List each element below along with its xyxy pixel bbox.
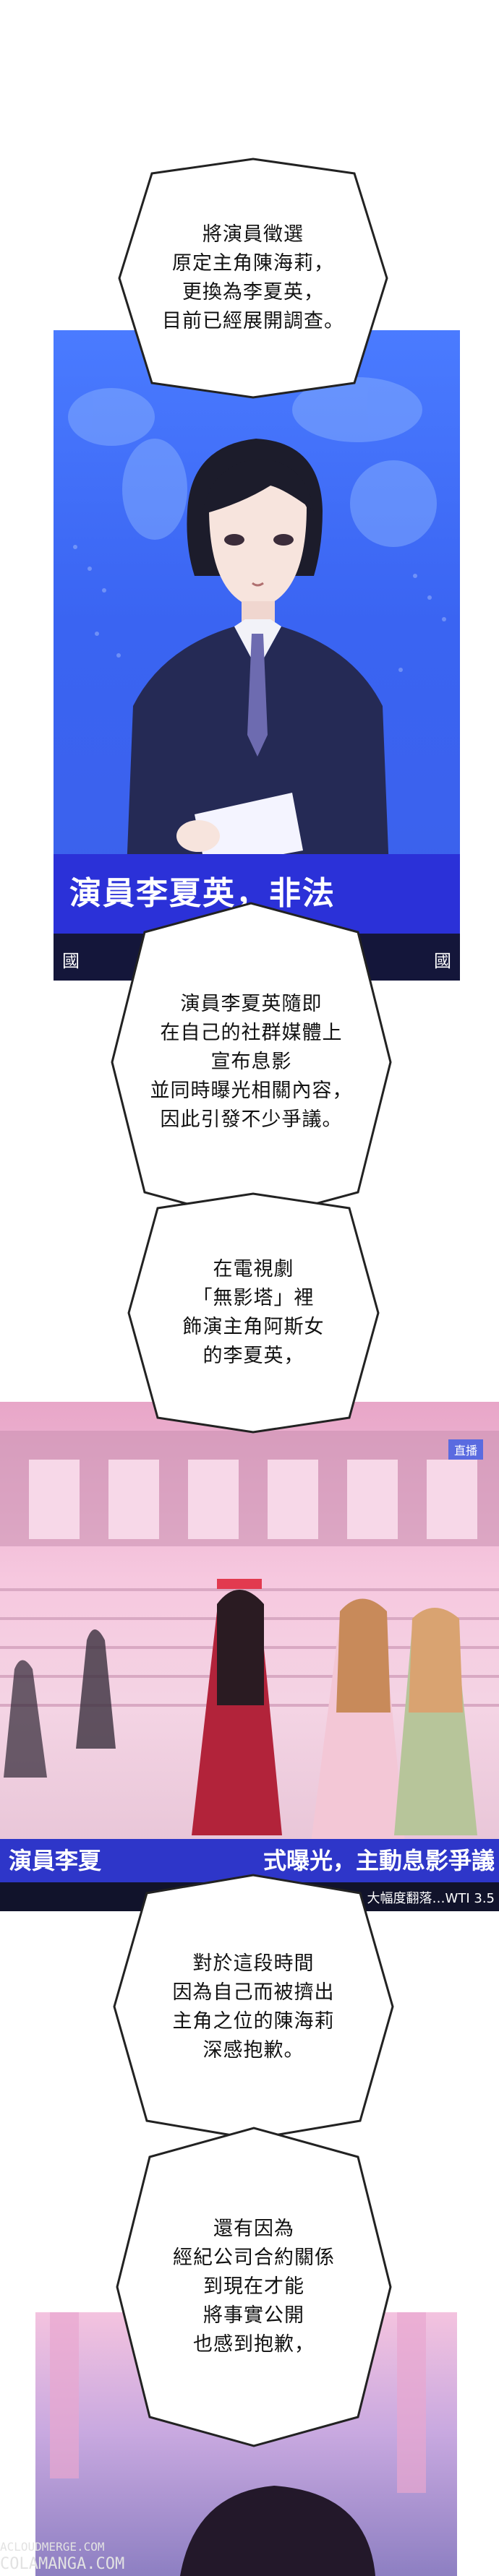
ticker-left-text: 演員李夏 <box>9 1847 102 1874</box>
narration-text-4: 對於這段時間 因為自己而被擠出 主角之位的陳海莉 深感抱歉。 <box>172 1952 335 2062</box>
ticker-right-text: 式曝光，主動息影爭議 <box>263 1847 495 1874</box>
panel-news-anchor: 演員李夏英，非法 國 國 <box>54 330 460 981</box>
panel-palace-broadcast: 直播 演員李夏 式曝光，主動息影爭議 大幅度翻落…WTI 3.5 <box>0 1402 499 1911</box>
palace-scene-illustration <box>0 1431 499 1843</box>
news-logo-right: 國 <box>434 951 451 971</box>
bottom-scene-illustration <box>50 2312 426 2576</box>
news-logo-left: 國 <box>62 951 80 971</box>
watermark-line-1: ACLOUDMERGE.COM <box>0 2540 105 2554</box>
narration-bubble-5: 還有因為 經紀公司合約關係 到現在才能 將事實公開 也感到抱歉， <box>116 2127 392 2447</box>
narration-bubble-2: 演員李夏英隨即 在自己的社群媒體上 宣布息影 並同時曝光相關內容， 因此引發不少… <box>111 902 392 1223</box>
broadcast-ticker: 演員李夏 式曝光，主動息影爭議 <box>0 1839 499 1882</box>
narration-text-2: 演員李夏英隨即 在自己的社群媒體上 宣布息影 並同時曝光相關內容， 因此引發不少… <box>150 993 353 1131</box>
narration-text-1: 將演員徵選 原定主角陳海莉， 更換為李夏英， 目前已經展開調查。 <box>162 223 344 332</box>
watermark-line-2: COLAMANGA.COM <box>0 2555 125 2573</box>
site-watermark: ACLOUDMERGE.COM COLAMANGA.COM <box>0 2538 124 2573</box>
narration-bubble-4: 對於這段時間 因為自己而被擠出 主角之位的陳海莉 深感抱歉。 <box>113 1874 394 2140</box>
narration-text-5: 還有因為 經紀公司合約關係 到現在才能 將事實公開 也感到抱歉， <box>173 2218 335 2356</box>
subbar-text: 大幅度翻落…WTI 3.5 <box>367 1891 495 1906</box>
narration-text-3: 在電視劇 「無影塔」裡 飾演主角阿斯女 的李夏英， <box>182 1258 325 1367</box>
narration-bubble-1: 將演員徵選 原定主角陳海莉， 更換為李夏英， 目前已經展開調查。 <box>118 158 388 399</box>
narration-bubble-3: 在電視劇 「無影塔」裡 飾演主角阿斯女 的李夏英， <box>127 1192 380 1434</box>
live-badge: 直播 <box>448 1439 483 1460</box>
